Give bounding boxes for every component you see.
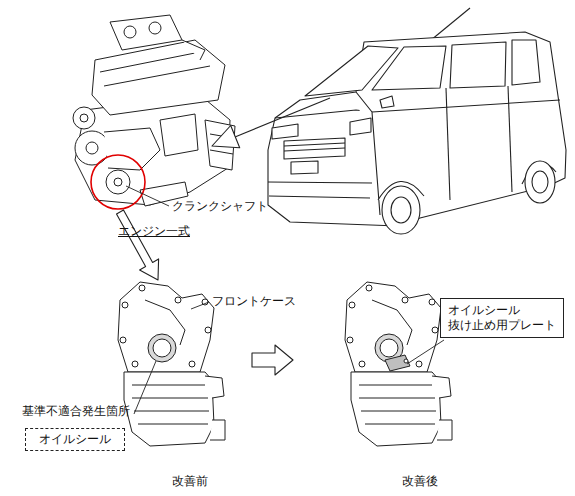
front-case-before <box>124 372 214 446</box>
pointer-arrow <box>235 98 330 137</box>
car-illustration <box>380 96 394 108</box>
engine-illustration <box>80 114 88 122</box>
front-case-after <box>437 420 452 440</box>
front-case-after <box>429 299 435 305</box>
front-case-after <box>359 385 436 424</box>
engine-illustration <box>114 178 122 186</box>
engine-illustration <box>106 170 130 194</box>
front-case-before <box>205 327 211 333</box>
car-illustration <box>268 182 372 183</box>
caption-label: 改善前 <box>172 474 208 489</box>
engine-illustration <box>73 107 95 129</box>
car-illustration <box>372 100 560 112</box>
front-case-before <box>118 282 214 372</box>
pointer-arrow <box>252 345 293 375</box>
engine-illustration <box>110 15 182 50</box>
car-illustration <box>525 161 555 203</box>
front-case-after <box>404 359 408 363</box>
pointer-arrow <box>212 126 240 148</box>
front-case-after <box>349 302 355 308</box>
front-case-after <box>385 355 410 371</box>
part-label: クランクシャフト <box>172 199 268 214</box>
leader-line <box>126 186 444 414</box>
engine-illustration <box>182 40 205 60</box>
front-case-before <box>205 376 224 398</box>
front-case-before <box>210 420 225 440</box>
engine-illustration <box>92 40 225 115</box>
car-illustration <box>284 143 345 146</box>
car-illustration <box>356 92 380 215</box>
car-illustration <box>512 40 540 85</box>
front-case-before <box>120 337 126 343</box>
engine-illustration <box>160 114 198 156</box>
car-illustration <box>382 186 420 234</box>
car-illustration <box>284 138 345 159</box>
front-case-after <box>345 282 452 446</box>
car-illustration <box>291 161 318 174</box>
car-illustration <box>446 88 450 200</box>
car-illustration <box>391 197 411 223</box>
car-illustration <box>532 171 548 193</box>
callout-box: オイルシール 抜け止め用プレート <box>440 298 564 338</box>
front-case-after <box>351 372 441 446</box>
front-case-before <box>139 285 145 291</box>
car-illustration <box>372 46 446 90</box>
engine-illustration <box>104 128 160 170</box>
front-case-before <box>189 361 195 367</box>
front-case-after <box>416 361 422 367</box>
highlight-circle <box>91 155 145 209</box>
front-case-after <box>402 297 408 303</box>
assembly-label: エンジン一式 <box>118 224 190 239</box>
front-case-after <box>345 282 441 372</box>
front-case-before <box>122 302 128 308</box>
engine-illustration <box>75 95 230 205</box>
front-case-after <box>366 285 372 291</box>
engine-illustration <box>149 22 161 34</box>
car-illustration <box>350 118 371 135</box>
car-illustration <box>508 86 512 192</box>
engine-illustration <box>73 15 235 206</box>
car-illustration <box>269 196 370 198</box>
callout-box: オイルシール <box>25 428 125 451</box>
note-label: 基準不適合発生箇所 <box>22 404 130 419</box>
leader-line <box>191 302 209 309</box>
car-illustration <box>450 42 506 88</box>
pointer-arrow <box>117 98 331 375</box>
car-illustration <box>268 8 566 234</box>
front-case-after <box>432 376 451 398</box>
callout-text: オイルシール 抜け止め用プレート <box>448 303 556 333</box>
car-illustration <box>272 124 298 139</box>
leader-line <box>407 340 444 364</box>
leader-line <box>126 186 169 206</box>
leader-line <box>134 361 156 414</box>
car-illustration <box>284 148 345 151</box>
front-case-before <box>153 339 171 357</box>
front-case-before <box>132 361 138 367</box>
front-case-after <box>432 327 438 333</box>
front-case-after <box>380 339 398 357</box>
caption-label: 改善後 <box>402 474 438 489</box>
pointer-arrow <box>117 210 159 280</box>
front-case-after <box>347 337 353 343</box>
part-label: フロントケース <box>212 294 296 309</box>
engine-illustration <box>100 52 210 86</box>
front-case-before <box>118 282 225 446</box>
car-illustration <box>275 110 372 118</box>
callout-text: オイルシール <box>39 432 111 447</box>
front-case-before <box>148 334 176 362</box>
front-case-before <box>175 297 181 303</box>
front-case-after <box>359 361 365 367</box>
engine-illustration <box>124 26 136 38</box>
engine-illustration <box>86 142 98 154</box>
